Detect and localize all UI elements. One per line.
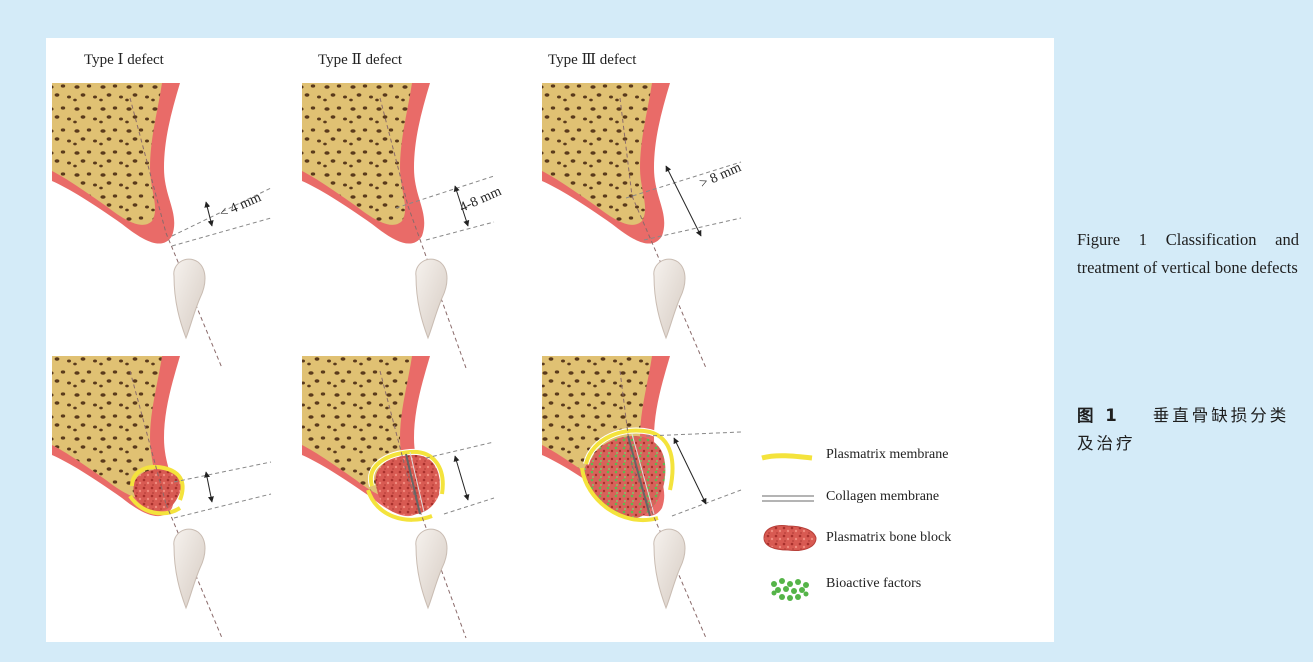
- type-1-defect-diagram: [52, 83, 271, 368]
- green-dots-icon: [771, 578, 809, 601]
- type-3-treatment-diagram: [542, 356, 741, 638]
- legend-collagen-membrane: Collagen membrane: [826, 489, 939, 505]
- type-2-treatment-diagram: [302, 356, 494, 638]
- figure-caption-chinese: 图 1 垂直骨缺损分类及治疗: [1077, 402, 1299, 458]
- gray-double-line-icon: [762, 496, 814, 501]
- figure-caption-english: Figure 1 Classification and treatment of…: [1077, 226, 1299, 282]
- legend-plasmatrix-membrane: Plasmatrix membrane: [826, 447, 948, 463]
- figure-caption-chinese-label: 图 1: [1077, 406, 1120, 425]
- type-2-title: Type Ⅱ defect: [318, 50, 402, 69]
- type-1-treatment-diagram: [52, 356, 271, 638]
- type-1-title: Type Ⅰ defect: [84, 50, 164, 69]
- type-2-measure-label: 4-8 mm: [458, 184, 504, 216]
- yellow-band-icon: [762, 456, 812, 458]
- type-2-defect-diagram: [302, 83, 494, 368]
- legend: [762, 456, 816, 601]
- figure-illustration: < 4 mm 4-8 mm > 8 mm: [46, 38, 1054, 642]
- type-1-measure-label: < 4 mm: [218, 190, 264, 222]
- type-3-measure-label: > 8 mm: [698, 160, 744, 192]
- figure-panel: < 4 mm 4-8 mm > 8 mm Type Ⅰ defect Type …: [46, 38, 1054, 642]
- legend-bioactive-factors: Bioactive factors: [826, 576, 921, 592]
- red-bone-block-icon: [764, 526, 816, 551]
- type-3-title: Type Ⅲ defect: [548, 50, 636, 69]
- type-3-defect-diagram: [542, 83, 741, 368]
- legend-plasmatrix-bone-block: Plasmatrix bone block: [826, 530, 951, 546]
